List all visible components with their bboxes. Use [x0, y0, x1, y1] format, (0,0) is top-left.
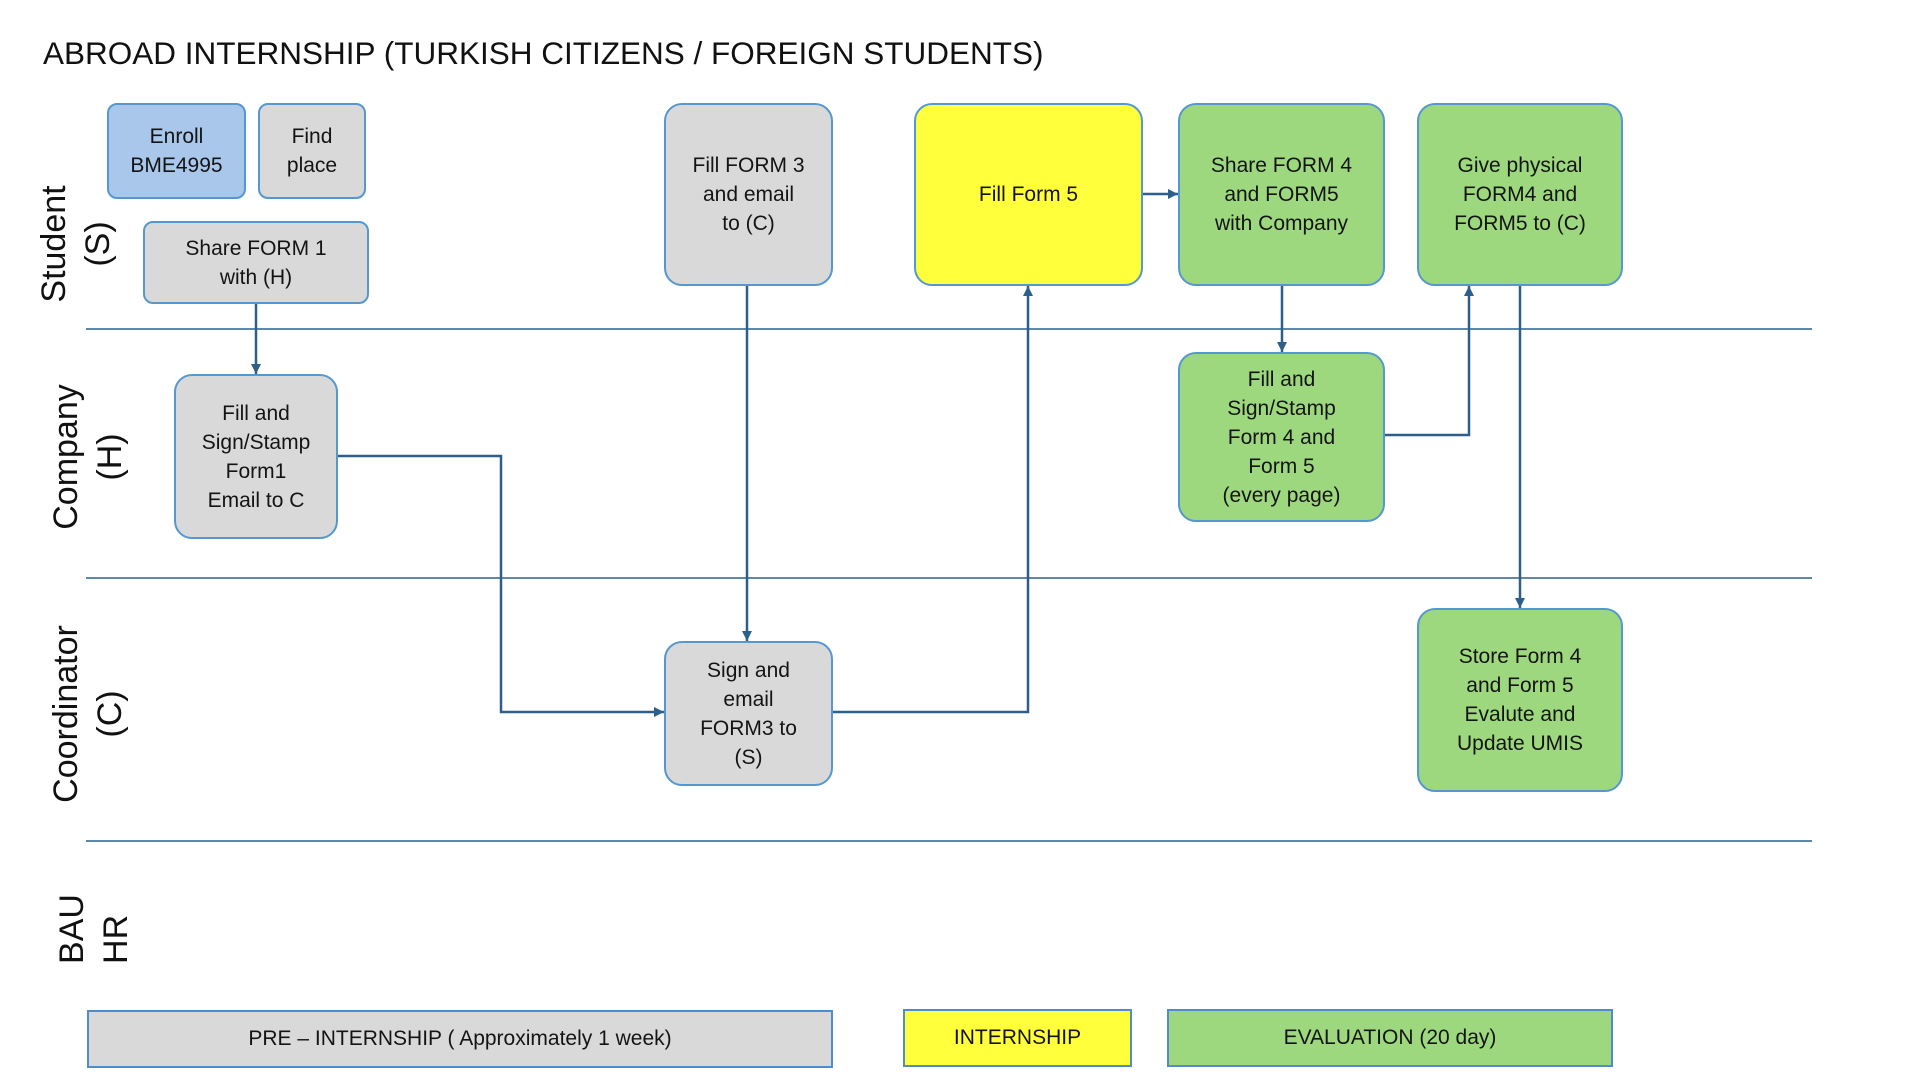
- step-text: Enroll BME4995: [130, 125, 223, 177]
- step-find-place: Find place: [258, 103, 366, 199]
- step-text: Share FORM 1 with (H): [185, 236, 327, 289]
- step-text: Find place: [286, 125, 338, 177]
- lane-label-coordinator: Coordinator (C): [44, 625, 132, 803]
- lane-code: (H): [91, 433, 129, 481]
- lane-code: HR: [97, 914, 135, 964]
- step-company-sign-form4-form5: Fill and Sign/Stamp Form 4 and Form 5 (e…: [1178, 352, 1385, 522]
- step-coordinator-sign-form3: Sign and email FORM3 to (S): [664, 641, 833, 786]
- phase-label: INTERNSHIP: [953, 1026, 1082, 1049]
- step-text: Give physical FORM4 and FORM5 to (C): [1454, 154, 1586, 235]
- step-text: Store Form 4 and Form 5 Evalute and Upda…: [1456, 645, 1584, 755]
- step-share-form1: Share FORM 1 with (H): [143, 221, 369, 304]
- phase-evaluation: EVALUATION (20 day): [1167, 1009, 1613, 1067]
- step-text: Share FORM 4 and FORM5 with Company: [1210, 154, 1353, 235]
- lane-name: Coordinator: [47, 625, 85, 803]
- step-store-forms-update-umis: Store Form 4 and Form 5 Evalute and Upda…: [1417, 608, 1623, 792]
- step-text: Fill Form 5: [978, 183, 1079, 206]
- lane-code: (C): [91, 690, 129, 738]
- arrow-coordinator-sign-to-fill-form5: [833, 286, 1033, 714]
- lane-name: Student: [35, 185, 73, 303]
- step-fill-form5: Fill Form 5: [914, 103, 1143, 286]
- phase-pre-internship: PRE – INTERNSHIP ( Approximately 1 week): [87, 1010, 833, 1068]
- phase-label: PRE – INTERNSHIP ( Approximately 1 week): [248, 1027, 672, 1050]
- lane-divider-student-company: [86, 328, 1812, 330]
- step-text: Fill and Sign/Stamp Form 4 and Form 5 (e…: [1222, 367, 1341, 507]
- lane-name: BAU: [53, 894, 91, 964]
- step-text: Fill and Sign/Stamp Form1 Email to C: [201, 401, 311, 512]
- step-text: Sign and email FORM3 to (S): [700, 658, 797, 769]
- lane-name: Company: [47, 384, 85, 530]
- diagram-title: ABROAD INTERNSHIP (TURKISH CITIZENS / FO…: [43, 35, 1044, 71]
- phase-internship: INTERNSHIP: [903, 1009, 1132, 1067]
- step-text: Fill FORM 3 and email to (C): [692, 154, 805, 235]
- lane-label-company: Company (H): [44, 384, 132, 530]
- lane-label-student: Student (S): [32, 185, 120, 302]
- lane-divider-coordinator-hr: [86, 840, 1812, 842]
- lane-divider-company-coordinator: [86, 577, 1812, 579]
- lane-label-bau-hr: BAU HR: [50, 894, 138, 964]
- arrow-company-form1-to-coordinator-sign: [338, 454, 664, 717]
- step-share-form4-form5: Share FORM 4 and FORM5 with Company: [1178, 103, 1385, 286]
- lane-code: (S): [79, 221, 117, 267]
- step-give-physical-forms: Give physical FORM4 and FORM5 to (C): [1417, 103, 1623, 286]
- step-fill-form3: Fill FORM 3 and email to (C): [664, 103, 833, 286]
- arrow-company-form4-to-give-physical: [1385, 286, 1474, 437]
- phase-label: EVALUATION (20 day): [1283, 1026, 1497, 1049]
- step-enroll-bme4995: Enroll BME4995: [107, 103, 246, 199]
- step-company-sign-form1: Fill and Sign/Stamp Form1 Email to C: [174, 374, 338, 539]
